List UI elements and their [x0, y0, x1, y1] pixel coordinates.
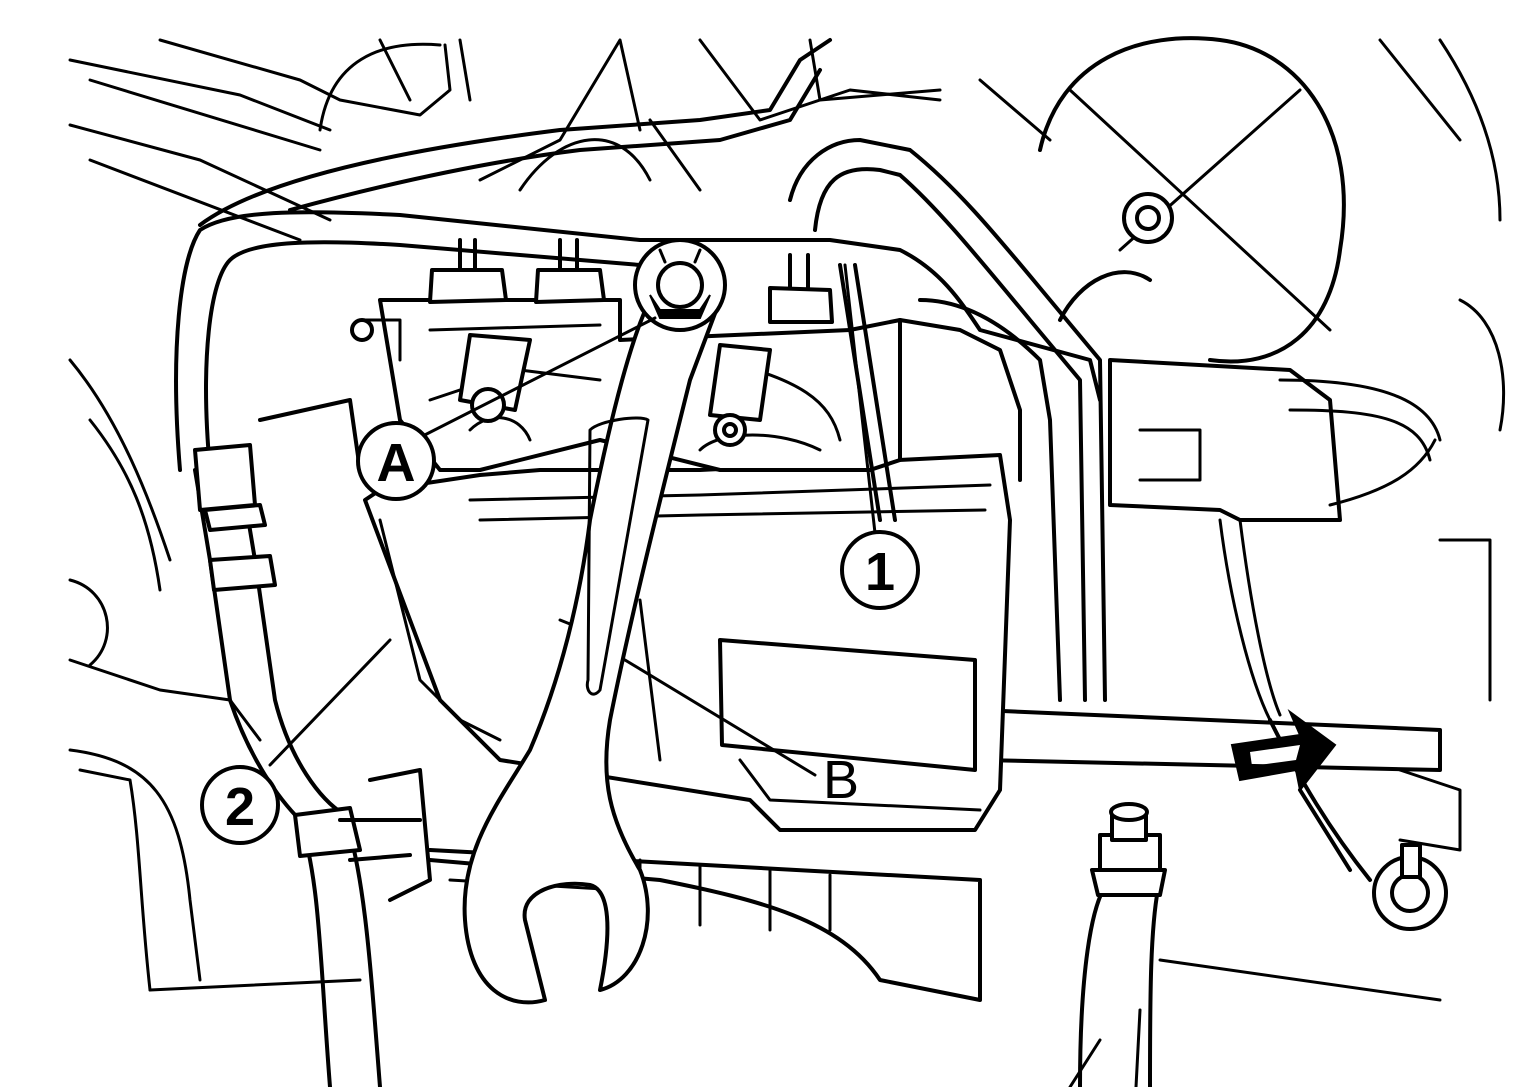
brake-tube-fittings	[350, 238, 834, 447]
abs-actuator-unit	[363, 453, 1012, 832]
callout-b-label: B	[823, 750, 859, 810]
callout-a-label: A	[377, 433, 416, 493]
fitting-nut	[534, 238, 606, 304]
leader-line-a	[403, 316, 657, 447]
brake-booster	[1038, 36, 1346, 364]
mounting-stud	[1078, 802, 1167, 1087]
callout-2: 2	[200, 765, 280, 845]
fitting-nut	[428, 238, 508, 304]
engine-bay-background	[68, 38, 1506, 1087]
callout-2-label: 2	[225, 777, 255, 837]
leader-line-b	[623, 658, 817, 777]
harness-connector	[1108, 358, 1442, 722]
callout-b: B	[823, 750, 859, 810]
leader-line-2	[268, 638, 392, 767]
callout-a: A	[356, 421, 436, 501]
brake-hose-left	[193, 398, 432, 1087]
leader-lines	[268, 263, 877, 777]
callout-1-label: 1	[865, 542, 895, 602]
sensor-plug	[708, 343, 772, 447]
callout-1: 1	[840, 530, 920, 610]
flare-nut-wrench	[462, 238, 727, 1005]
leader-line-1	[843, 263, 877, 535]
brake-tubes	[174, 38, 1107, 702]
fitting-nut	[768, 253, 834, 324]
